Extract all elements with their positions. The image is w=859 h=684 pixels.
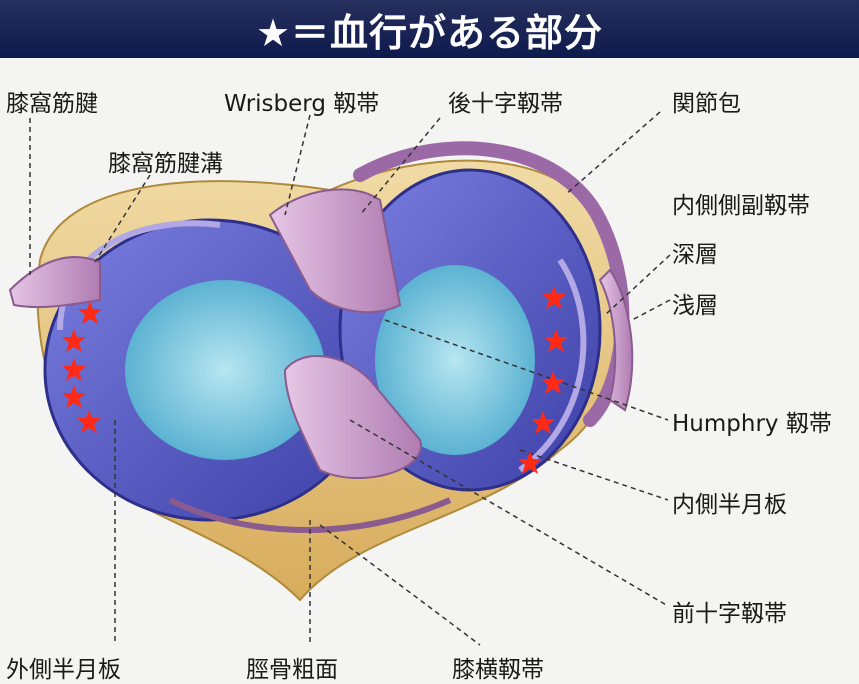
label-superficial-layer: 浅層	[672, 293, 718, 319]
label-posterior-cruciate-ligament: 後十字靱帯	[448, 91, 563, 117]
star-mark	[542, 286, 566, 309]
label-wrisberg-ligament: Wrisberg 靱帯	[224, 91, 380, 117]
title-bar: ★＝血行がある部分	[0, 0, 859, 58]
star-mark	[78, 301, 102, 324]
blood-supply-stars	[62, 286, 568, 474]
label-joint-capsule: 関節包	[672, 91, 741, 117]
star-mark	[77, 410, 101, 433]
label-tibial-tuberosity: 脛骨粗面	[246, 657, 338, 683]
label-transverse-ligament: 膝横靱帯	[452, 657, 544, 683]
label-humphry-ligament: Humphry 靱帯	[672, 411, 832, 437]
star-mark	[62, 329, 86, 352]
label-popliteus-groove: 膝窩筋腱溝	[108, 151, 223, 177]
posterior-cruciate-ligament	[268, 188, 402, 314]
meniscus-diagram: 膝窩筋腱 Wrisberg 靱帯 後十字靱帯 関節包 膝窩筋腱溝 内側側副靱帯 …	[0, 58, 859, 683]
label-medial-meniscus: 内側半月板	[672, 492, 787, 518]
popliteus-tendon	[8, 256, 101, 309]
star-mark	[62, 385, 86, 408]
label-medial-collateral-ligament: 内側側副靱帯	[672, 193, 810, 219]
label-popliteus-tendon: 膝窩筋腱	[6, 91, 98, 117]
label-anterior-cruciate-ligament: 前十字靱帯	[672, 601, 787, 627]
label-deep-layer: 深層	[672, 242, 718, 268]
star-mark	[541, 371, 565, 394]
lateral-plateau	[125, 280, 325, 460]
page-title: ★＝血行がある部分	[255, 10, 604, 55]
label-lateral-meniscus: 外側半月板	[6, 657, 121, 683]
star-mark	[544, 329, 568, 352]
transverse-ligament-band	[168, 497, 452, 533]
medial-plateau	[375, 265, 535, 455]
medial-collateral-ligament	[598, 268, 634, 412]
star-mark	[518, 451, 542, 474]
knee-illustration	[8, 111, 671, 646]
star-mark	[62, 358, 86, 381]
anterior-cruciate-ligament	[283, 355, 422, 479]
leader-lines	[29, 111, 671, 646]
star-mark	[531, 411, 555, 434]
